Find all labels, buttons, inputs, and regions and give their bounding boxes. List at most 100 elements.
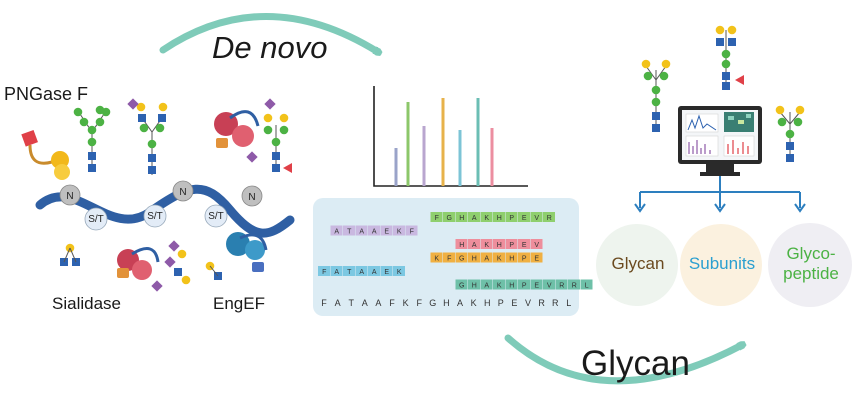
residue-letter: E (522, 215, 527, 222)
site-label: S/T (147, 211, 163, 222)
glycopeptide-result-label: Glyco- peptide (783, 244, 839, 283)
residue-tile (455, 252, 468, 263)
residue-tile (530, 239, 543, 249)
residue-tile (493, 212, 505, 222)
residue-tile (480, 252, 493, 263)
residue-tile (330, 225, 343, 236)
engef-enzyme-icon (226, 232, 268, 272)
residue-tile (505, 252, 518, 263)
residue-letter: H (472, 255, 477, 262)
subunits-result-circle (680, 224, 762, 306)
glycan-tree-icon (641, 59, 671, 132)
pngase-f-label: PNGase F (4, 84, 89, 104)
full-sequence-letter: L (566, 298, 571, 308)
full-sequence-letter: F (321, 298, 327, 308)
glycopeptide-result-circle (768, 223, 852, 307)
sialic-acid-icon (264, 98, 276, 110)
site-label: N (248, 192, 255, 203)
site-label: N (66, 191, 73, 202)
residue-tile (568, 279, 580, 290)
residue-letter: H (509, 282, 514, 289)
residue-tile (493, 252, 505, 263)
residue-tile (380, 266, 393, 276)
residue-tile (443, 252, 455, 263)
residue-letter: K (397, 228, 402, 235)
residue-letter: G (459, 282, 464, 289)
full-sequence-letter: P (498, 298, 504, 308)
residue-tile (468, 279, 480, 290)
full-sequence-letter: K (403, 298, 409, 308)
residue-tile (455, 279, 468, 290)
residue-tile (480, 279, 493, 290)
residue-letter: A (484, 282, 489, 289)
residue-letter: R (547, 215, 552, 222)
fucosylated-glycan-icon (715, 25, 744, 90)
residue-letter: T (347, 228, 352, 235)
residue-tile (355, 225, 368, 236)
residue-letter: K (497, 255, 502, 262)
site-label: N (179, 187, 186, 198)
residue-letter: A (472, 242, 477, 249)
residue-tile (468, 239, 480, 249)
glycan-result-label: Glycan (611, 254, 665, 273)
residue-tile (393, 266, 405, 276)
residue-tile (530, 212, 543, 222)
residue-tile (543, 279, 555, 290)
residue-letter: A (484, 255, 489, 262)
residue-letter: H (497, 215, 502, 222)
residue-tile (393, 225, 405, 236)
residue-letter: R (572, 282, 577, 289)
residue-letter: P (522, 255, 527, 262)
residue-letter: F (322, 269, 326, 276)
sialidase-enzyme-icon (117, 240, 187, 280)
residue-tile (330, 266, 343, 276)
residue-letter: K (497, 282, 502, 289)
residue-letter: V (547, 282, 552, 289)
residue-tile (468, 252, 480, 263)
residue-letter: A (359, 269, 364, 276)
residue-tile (318, 266, 330, 276)
residue-tile (343, 225, 355, 236)
residue-letter: A (334, 228, 339, 235)
pngase-enzyme-icon (21, 129, 70, 180)
full-sequence-letter: A (362, 298, 368, 308)
residue-letter: F (435, 215, 439, 222)
full-sequence-letter: K (471, 298, 477, 308)
residue-letter: G (447, 215, 452, 222)
full-sequence-letter: A (457, 298, 463, 308)
residue-letter: E (522, 242, 527, 249)
branch-arrows (634, 176, 806, 213)
full-sequence-letter: T (348, 298, 354, 308)
site-label: S/T (208, 211, 224, 222)
residue-letter: A (359, 228, 364, 235)
residue-letter: L (585, 282, 589, 289)
residue-letter: P (509, 242, 514, 249)
residue-letter: K (484, 215, 489, 222)
residue-tile (343, 266, 355, 276)
residue-letter: F (410, 228, 414, 235)
full-sequence-letter: H (443, 298, 450, 308)
full-sequence-letter: H (484, 298, 491, 308)
residue-letter: P (509, 215, 514, 222)
residue-tile (518, 239, 530, 249)
residue-tile (493, 279, 505, 290)
residue-letter: E (534, 255, 539, 262)
residue-letter: E (384, 228, 389, 235)
residue-tile (368, 266, 380, 276)
residue-tile (480, 239, 493, 249)
residue-tile (430, 252, 443, 263)
residue-letter: H (472, 282, 477, 289)
residue-letter: H (459, 242, 464, 249)
glycan-tree-icon (136, 102, 168, 175)
endoglycosidase-icon (214, 110, 260, 148)
residue-tile (505, 239, 518, 249)
residue-tile (518, 279, 530, 290)
residue-tile (480, 212, 493, 222)
residue-letter: E (534, 282, 539, 289)
residue-tile (518, 252, 530, 263)
residue-letter: F (447, 255, 451, 262)
engef-label: EngEF (213, 294, 265, 313)
residue-tile (505, 279, 518, 290)
